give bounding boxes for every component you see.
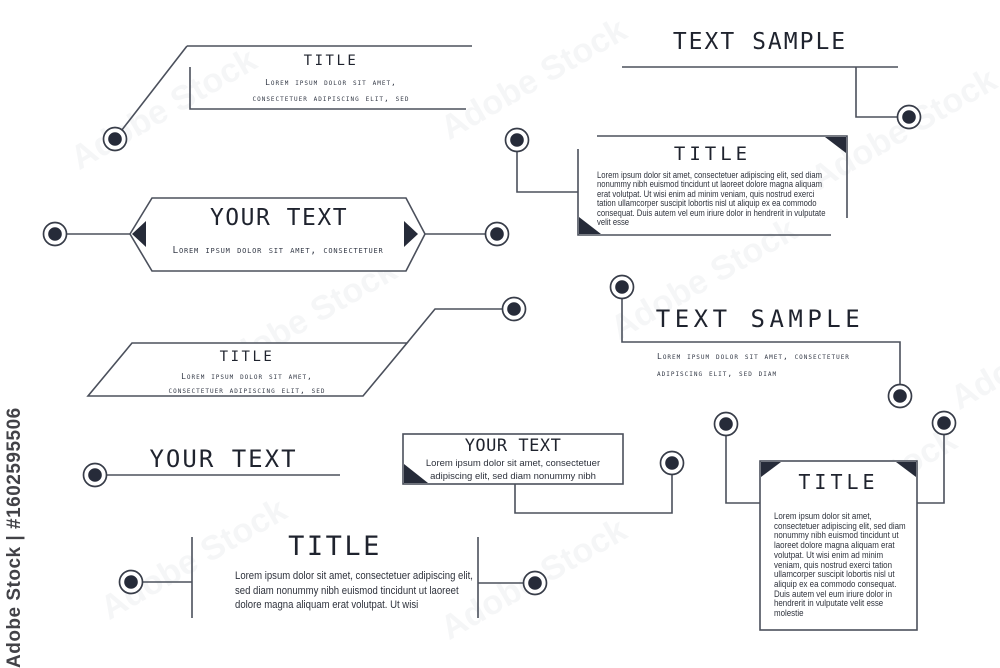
anchor-dot-icon [510,133,524,147]
callout-f-subtitle-line1: Lorem ipsum dolor sit amet, consectetuer [657,352,850,361]
arrow-right-icon [404,221,418,247]
bottom-right-right-leader [917,435,945,504]
bottom-right-box-body: Lorem ipsum dolor sit amet, consectetuer… [774,511,906,619]
callout-c-leader [516,152,578,193]
corner-accents [132,137,916,483]
bottom-right-box-title: TITLE [798,470,879,494]
callout-j-title: TITLE [288,531,382,562]
arrow-left-icon [132,221,146,247]
center-box-frame [402,433,624,485]
corner-triangle-icon [404,464,428,483]
callout-c-title: TITLE [673,143,752,165]
anchor-dot-icon [48,227,62,241]
parallelogram-title: TITLE [219,349,275,365]
anchor-dot-icon [507,302,521,316]
bottom-right-left-leader [725,436,760,504]
anchor-points [42,104,957,596]
hexagon-title: YOUR TEXT [209,205,349,231]
center-box-leader [514,474,673,514]
leader-lines [66,45,945,631]
callout-g-title: YOUR TEXT [149,445,298,473]
stock-watermark-label: Adobe Stock | #1602595506 [4,407,25,668]
center-box-title: YOUR TEXT [464,436,562,456]
callout-c-bracket-bottom-left [577,149,831,236]
anchor-dot-icon [937,416,951,430]
bottom-right-box-frame [759,460,918,631]
anchor-dot-icon [124,575,138,589]
callout-f-leader [621,299,901,385]
corner-triangle-icon [761,462,781,477]
parallelogram-leader [406,308,503,344]
anchor-dot-icon [108,132,122,146]
callout-a-subtitle-line1: Lorem ipsum dolor sit amet, [265,78,397,87]
corner-triangle-icon [896,462,916,477]
callout-j-body: Lorem ipsum dolor sit amet, consectetuer… [235,570,473,612]
parallelogram-shape [86,342,409,397]
center-box-line2: adipiscing elit, sed diam nonummy nibh [430,471,596,482]
callout-a-bracket [189,67,466,110]
anchor-dot-icon [528,576,542,590]
callout-f-subtitle-line2: adipiscing elit, sed diam [657,369,778,378]
anchor-dot-icon [719,417,733,431]
callout-a-subtitle-line2: consectetuer adipiscing elit, sed [252,94,410,103]
anchor-dot-icon [490,227,504,241]
callout-b-title: TEXT SAMPLE [672,29,848,55]
callout-a-diagonal-leader [117,45,188,136]
center-box-line1: Lorem ipsum dolor sit amet, consectetuer [425,458,601,469]
callout-f-title: TEXT SAMPLE [655,305,865,333]
anchor-dot-icon [615,280,629,294]
parallelogram-subtitle-line2: consectetuer adipiscing elit, sed [168,386,326,395]
hexagon-subtitle: Lorem ipsum dolor sit amet, consectetuer [172,245,384,256]
anchor-dot-icon [88,468,102,482]
corner-triangle-icon [825,137,846,153]
anchor-dot-icon [902,110,916,124]
anchor-dot-icon [665,456,679,470]
callout-a-title: TITLE [303,53,359,69]
corner-triangle-icon [579,217,601,234]
callout-c-body: Lorem ipsum dolor sit amet, consectetuer… [597,170,826,228]
parallelogram-subtitle-line1: Lorem ipsum dolor sit amet, [181,372,313,381]
callout-b-leader [855,67,909,118]
anchor-dot-icon [893,389,907,403]
callout-c-bracket-top-right [597,135,848,218]
